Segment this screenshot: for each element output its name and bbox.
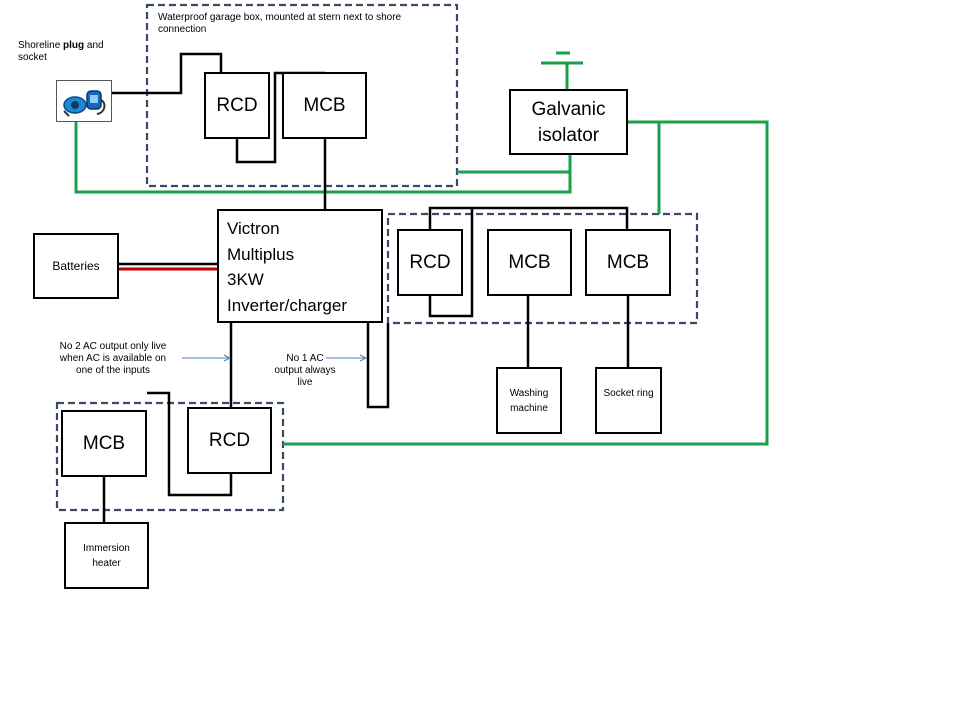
output2-mcb-box (61, 410, 147, 477)
output1-rcd-label: RCD (409, 252, 451, 273)
galvanic-isolator-label: Galvanic isolator (531, 99, 606, 146)
garage-rcd-box (204, 72, 270, 139)
immersion-heater-box (64, 522, 149, 589)
garage-box-enclosure (145, 3, 459, 188)
inverter-label: Victron Multiplus 3KW Inverter/charger (227, 219, 347, 315)
output1-mcb1-label: MCB (508, 252, 551, 273)
output1-rcd-box (397, 229, 463, 296)
galvanic-isolator-box (509, 89, 628, 155)
garage-mcb-box (282, 72, 367, 139)
shoreline-label: Shoreline plug and socket (18, 40, 104, 63)
shore-plug-icon (56, 80, 112, 122)
output1-mcb2-box (585, 229, 671, 296)
socket-ring-label: Socket ring (603, 388, 654, 399)
batteries-box (33, 233, 119, 299)
output2-note: No 2 AC output only live when AC is avai… (59, 341, 167, 376)
note-arrows (182, 354, 368, 362)
output2-rcd-label: RCD (208, 430, 251, 451)
socket-ring-box (595, 367, 662, 434)
output1-enclosure (386, 212, 699, 325)
washing-machine-label: Washing machine (509, 388, 549, 414)
inverter-box (217, 209, 383, 323)
output2-mcb-label: MCB (82, 433, 126, 454)
garage-rcd-label: RCD (216, 95, 258, 116)
washing-machine-box (496, 367, 562, 434)
immersion-heater-label: Immersion heater (83, 543, 130, 569)
earth-wires (74, 51, 769, 446)
ac-wires (102, 52, 630, 523)
output1-note: No 1 AC output always live (274, 353, 336, 388)
output2-rcd-box (187, 407, 272, 474)
batteries-label: Batteries (52, 259, 100, 273)
garage-box-label: Waterproof garage box, mounted at stern … (158, 12, 402, 35)
garage-mcb-label: MCB (303, 95, 346, 116)
output1-mcb2-label: MCB (606, 252, 650, 273)
output1-mcb1-box (487, 229, 572, 296)
